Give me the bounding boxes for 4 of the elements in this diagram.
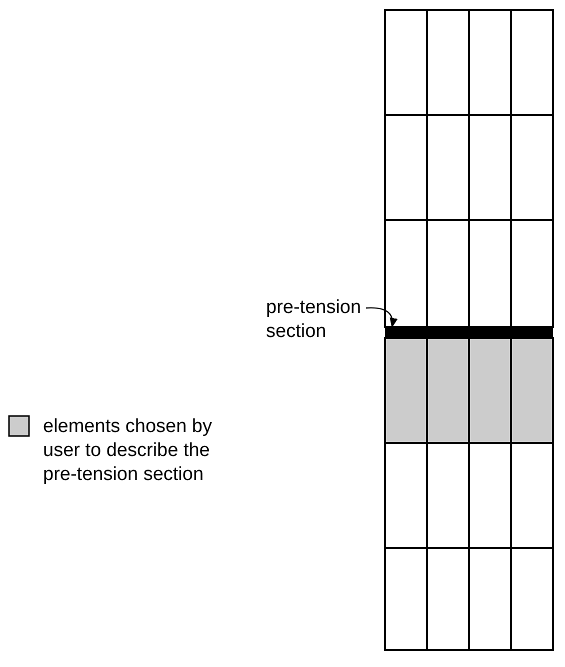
legend-text: elements chosen by user to describe the pre-tension section	[43, 415, 213, 487]
pre-tension-bar	[385, 327, 553, 338]
leader-line	[366, 307, 398, 328]
leader-label: pre-tension section	[266, 296, 364, 344]
